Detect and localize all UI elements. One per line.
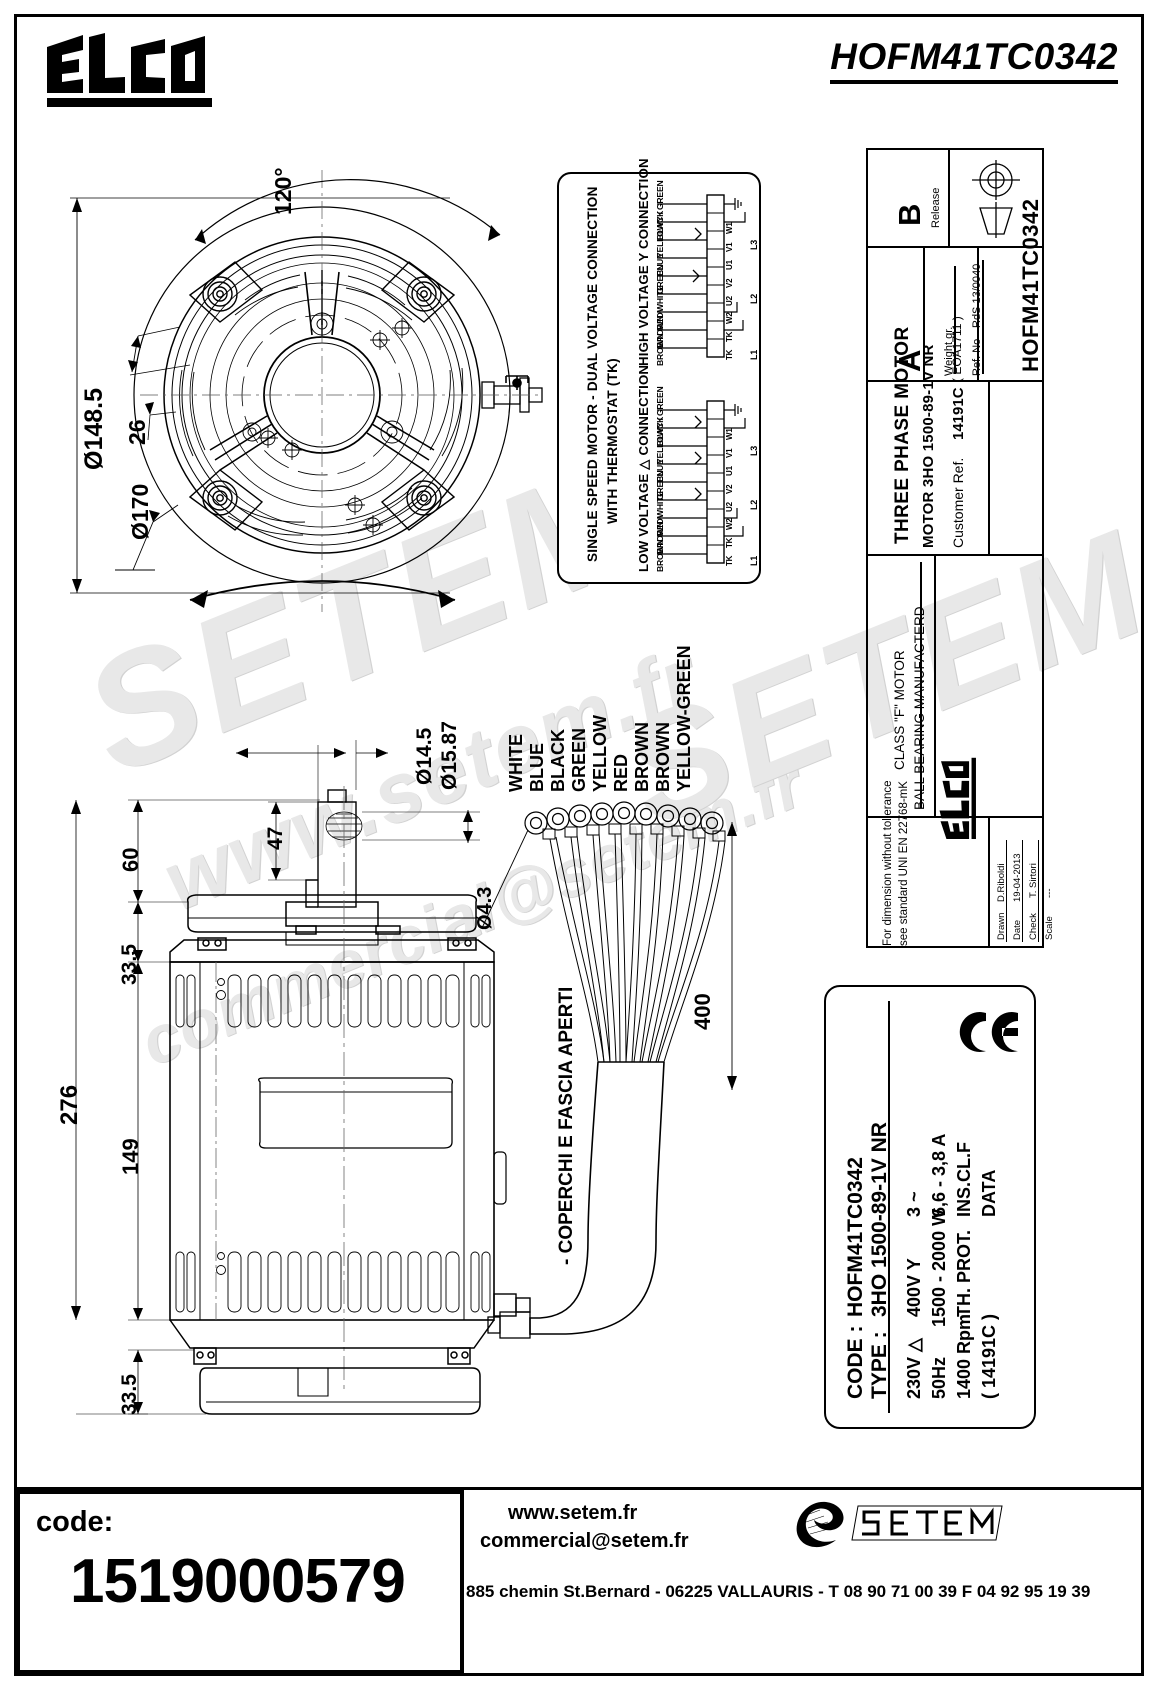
dim-33-5-bottom: 33.5 bbox=[118, 1374, 141, 1415]
dataplate-code-label: CODE : bbox=[844, 1325, 867, 1400]
low-voltage-label: LOW VOLTAGE △ CONNECTION bbox=[636, 364, 651, 572]
dataplate-current: 6,6 - 3,8 A bbox=[929, 1133, 949, 1217]
scale-value: --- bbox=[1044, 888, 1055, 899]
dataplate-type-value: 3HO 1500-89-1V NR bbox=[868, 1122, 891, 1317]
footer-email: commercial@setem.fr bbox=[480, 1530, 689, 1552]
scale-label: Scale bbox=[1044, 916, 1055, 940]
dim-47: 47 bbox=[264, 826, 287, 850]
dataplate-code-value: HOFM41TC0342 bbox=[844, 1157, 867, 1317]
dataplate-voltage-delta: 230V △ bbox=[904, 1338, 924, 1399]
class-line1: CLASS "F" MOTOR bbox=[892, 650, 907, 770]
code-box: code: 1519000579 bbox=[16, 1490, 464, 1674]
dim-276: 276 bbox=[56, 1084, 83, 1125]
dim-33-5-top: 33.5 bbox=[118, 944, 141, 985]
titleblock-doc-code: HOFM41TC0342 bbox=[1018, 198, 1043, 372]
customer-ref-paren: ( EOA1711 ) bbox=[950, 316, 964, 382]
terminal-block-star bbox=[657, 194, 746, 358]
wiring-title-line2: WITH THERMOSTAT (TK) bbox=[605, 358, 620, 524]
earth-ground-icon bbox=[505, 375, 529, 390]
dim-120-deg: 120° bbox=[270, 167, 296, 215]
dataplate-customer-code: ( 14191C ) bbox=[979, 1313, 999, 1399]
dim-170: Ø170 bbox=[127, 483, 153, 540]
motor-front-view bbox=[70, 170, 543, 612]
tolerance-note-2: see standard UNI EN 22768-mK bbox=[898, 781, 910, 946]
dim-15-87: Ø15.87 bbox=[438, 721, 461, 790]
rev-b-letter: B bbox=[892, 203, 927, 226]
elco-logo-small bbox=[939, 757, 976, 840]
dim-148-5: Ø148.5 bbox=[80, 387, 108, 470]
footer-code-label: code: bbox=[36, 1506, 114, 1538]
dataplate-insclass: INS.CL.F bbox=[954, 1142, 974, 1217]
customer-ref-value: 14191C bbox=[950, 387, 967, 440]
footer-website: www.setem.fr bbox=[508, 1502, 638, 1524]
motor-data-plate: CODE : TYPE : HOFM41TC0342 3HO 1500-89-1… bbox=[824, 985, 1036, 1429]
dataplate-voltage-star: 400V Y bbox=[904, 1258, 924, 1317]
dataplate-phases: 3 ~ bbox=[904, 1191, 924, 1217]
motor-designation: MOTOR 3HO 1500-89-1V NR bbox=[920, 344, 937, 548]
dataplate-power: 1500 - 2000 W bbox=[929, 1208, 949, 1327]
terminal-block-delta bbox=[657, 400, 746, 564]
title-block: B Release A Weight gr. Ref. No RdS 13/00… bbox=[866, 148, 1055, 948]
wiring-diagram-box: SINGLE SPEED MOTOR - DUAL VOLTAGE CONNEC… bbox=[557, 158, 761, 584]
elco-logo bbox=[47, 33, 212, 107]
motor-side-view bbox=[71, 740, 531, 1415]
wiring-title-line1: SINGLE SPEED MOTOR - DUAL VOLTAGE CONNEC… bbox=[585, 186, 600, 562]
dataplate-type-label: TYPE : bbox=[868, 1331, 891, 1399]
ce-mark-icon bbox=[959, 1012, 1018, 1052]
projection-symbol-icon bbox=[972, 160, 1020, 238]
dataplate-thprot: TH. PROT. bbox=[954, 1229, 974, 1317]
dataplate-rpm: 1400 Rpm bbox=[954, 1313, 974, 1399]
footer-address: 885 chemin St.Bernard - 06225 VALLAURIS … bbox=[466, 1582, 1091, 1601]
drawing-frame bbox=[14, 14, 1144, 1676]
high-voltage-label: HIGH VOLTAGE Y CONNECTION bbox=[636, 158, 651, 366]
dataplate-freq: 50Hz bbox=[929, 1356, 949, 1399]
customer-ref-label: Customer Ref. bbox=[950, 457, 966, 548]
release-label: Release bbox=[930, 187, 942, 228]
footer-divider bbox=[16, 1487, 1142, 1490]
tolerance-note-1: For dimension without tollerance bbox=[882, 780, 894, 946]
page-title: HOFM41TC0342 bbox=[830, 36, 1118, 84]
setem-logo bbox=[796, 1501, 1003, 1548]
dim-14-5: Ø14.5 bbox=[413, 727, 436, 785]
footer-code-number: 1519000579 bbox=[70, 1547, 406, 1616]
cable-harness bbox=[481, 801, 737, 1339]
dim-149: 149 bbox=[118, 1138, 143, 1175]
dim-400: 400 bbox=[690, 993, 715, 1030]
dim-4-3: Ø4.3 bbox=[474, 886, 496, 930]
dataplate-data: DATA bbox=[979, 1169, 999, 1217]
dim-60: 60 bbox=[118, 847, 143, 872]
dim-26: 26 bbox=[124, 419, 150, 445]
product-name: THREE PHASE MOTOR bbox=[892, 326, 913, 544]
